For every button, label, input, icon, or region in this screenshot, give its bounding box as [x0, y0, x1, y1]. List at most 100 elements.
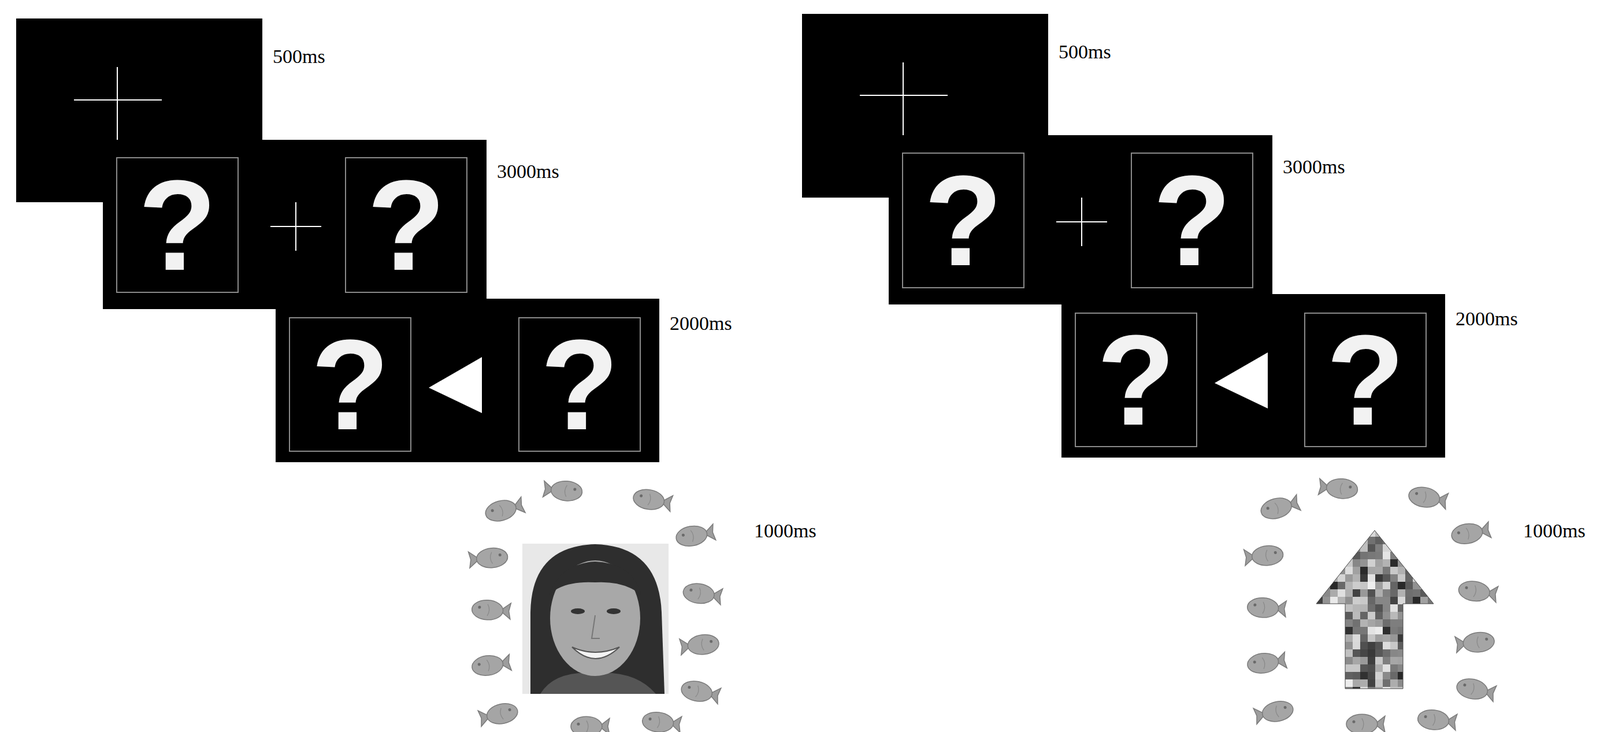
noise-pixel — [1322, 656, 1331, 665]
noise-pixel — [1427, 656, 1436, 665]
noise-pixel — [1360, 641, 1368, 650]
fish-gill — [487, 604, 490, 616]
noise-pixel — [1367, 544, 1376, 552]
noise-pixel — [1315, 672, 1323, 680]
noise-pixel — [1390, 596, 1398, 605]
fish-gill — [499, 708, 504, 720]
noise-pixel — [1360, 596, 1368, 605]
noise-pixel — [1420, 566, 1428, 575]
noise-pixel — [1397, 566, 1406, 575]
noise-pixel — [1345, 641, 1353, 650]
question-box: ? — [288, 317, 412, 452]
noise-pixel — [1360, 611, 1368, 620]
noise-pixel — [1405, 672, 1413, 680]
noise-pixel — [1375, 574, 1383, 582]
question-mark: ? — [1326, 316, 1405, 445]
fish-body — [1260, 698, 1295, 725]
fish-body — [483, 497, 519, 525]
noise-pixel — [1330, 566, 1338, 575]
noise-pixel — [1337, 626, 1346, 635]
fish-eye — [576, 722, 580, 726]
noise-pixel — [1412, 604, 1421, 612]
fish-eye — [639, 494, 644, 498]
fish-body — [631, 487, 666, 512]
cracker-fish — [1407, 484, 1449, 511]
noise-pixel — [1352, 664, 1361, 673]
noise-pixel — [1382, 529, 1391, 537]
cracker-fish — [631, 487, 674, 514]
noise-pixel — [1382, 574, 1391, 582]
fish-gill — [564, 485, 568, 497]
fish-body — [484, 700, 520, 727]
noise-pixel — [1375, 672, 1383, 680]
noise-pixel — [1382, 596, 1391, 605]
fish-gill — [1361, 718, 1364, 730]
noise-pixel — [1315, 626, 1323, 635]
noise-pixel — [1345, 656, 1353, 665]
fish-eye — [687, 685, 692, 690]
eye — [606, 608, 621, 615]
noise-pixel — [1337, 679, 1346, 688]
noise-pixel — [1367, 581, 1376, 590]
question-mark: ? — [310, 320, 390, 449]
noise-pixel — [1397, 672, 1406, 680]
noise-pixel — [1375, 641, 1383, 650]
noise-pixel — [1390, 544, 1398, 552]
noise-pixel — [1337, 596, 1346, 605]
noise-pixel — [1375, 536, 1383, 545]
fish-gill — [1339, 483, 1343, 495]
fish-eye — [709, 639, 713, 643]
noise-pixel — [1322, 664, 1331, 673]
noise-pixel — [1315, 687, 1323, 695]
fish-eye — [1423, 715, 1427, 719]
fish-gill — [489, 552, 493, 564]
fish-eye — [1252, 660, 1257, 664]
noise-pixel — [1337, 641, 1346, 650]
question-box: ? — [901, 152, 1025, 289]
noise-pixel — [1330, 634, 1338, 642]
noise-pixel — [1330, 544, 1338, 552]
cracker-fish — [1449, 520, 1492, 547]
noise-pixel — [1382, 619, 1391, 627]
fish-gill — [698, 587, 702, 600]
noise-pixel — [1322, 559, 1331, 567]
noise-pixel — [1375, 679, 1383, 688]
noise-pixel — [1390, 566, 1398, 575]
fish-eye — [1266, 506, 1270, 511]
noise-pixel — [1397, 581, 1406, 590]
noise-pixel — [1345, 672, 1353, 680]
noise-pixel — [1345, 619, 1353, 627]
noise-pixel — [1412, 626, 1421, 635]
noise-pixel — [1390, 672, 1398, 680]
noise-pixel — [1412, 574, 1421, 582]
cue-triangle — [1214, 352, 1268, 409]
noise-pixel — [1420, 641, 1428, 650]
question-mark: ? — [923, 156, 1003, 285]
noise-pixel — [1337, 672, 1346, 680]
noise-pixel — [1360, 529, 1368, 537]
noise-pixel — [1397, 596, 1406, 605]
noise-pixel — [1390, 611, 1398, 620]
noise-pixel — [1427, 566, 1436, 575]
noise-pixel — [1330, 604, 1338, 612]
fish-eye — [477, 605, 481, 609]
cracker-fish — [681, 581, 723, 607]
noise-pixel — [1345, 634, 1353, 642]
noise-pixel — [1405, 656, 1413, 665]
noise-pixel — [1330, 611, 1338, 620]
noise-pixel — [1427, 634, 1436, 642]
noise-pixel — [1367, 687, 1376, 695]
noise-pixel — [1330, 551, 1338, 560]
noise-pixel — [1375, 551, 1383, 560]
noise-pixel — [1382, 611, 1391, 620]
question-mark: ? — [366, 161, 446, 290]
fish-body — [679, 678, 715, 704]
face-photo — [522, 543, 669, 694]
hair — [530, 544, 665, 694]
fish-eye — [507, 708, 512, 712]
noise-pixel — [1330, 649, 1338, 657]
noise-pixel — [1360, 649, 1368, 657]
noise-pixel — [1382, 626, 1391, 635]
fish-ring — [468, 479, 723, 732]
noise-pixel — [1345, 566, 1353, 575]
